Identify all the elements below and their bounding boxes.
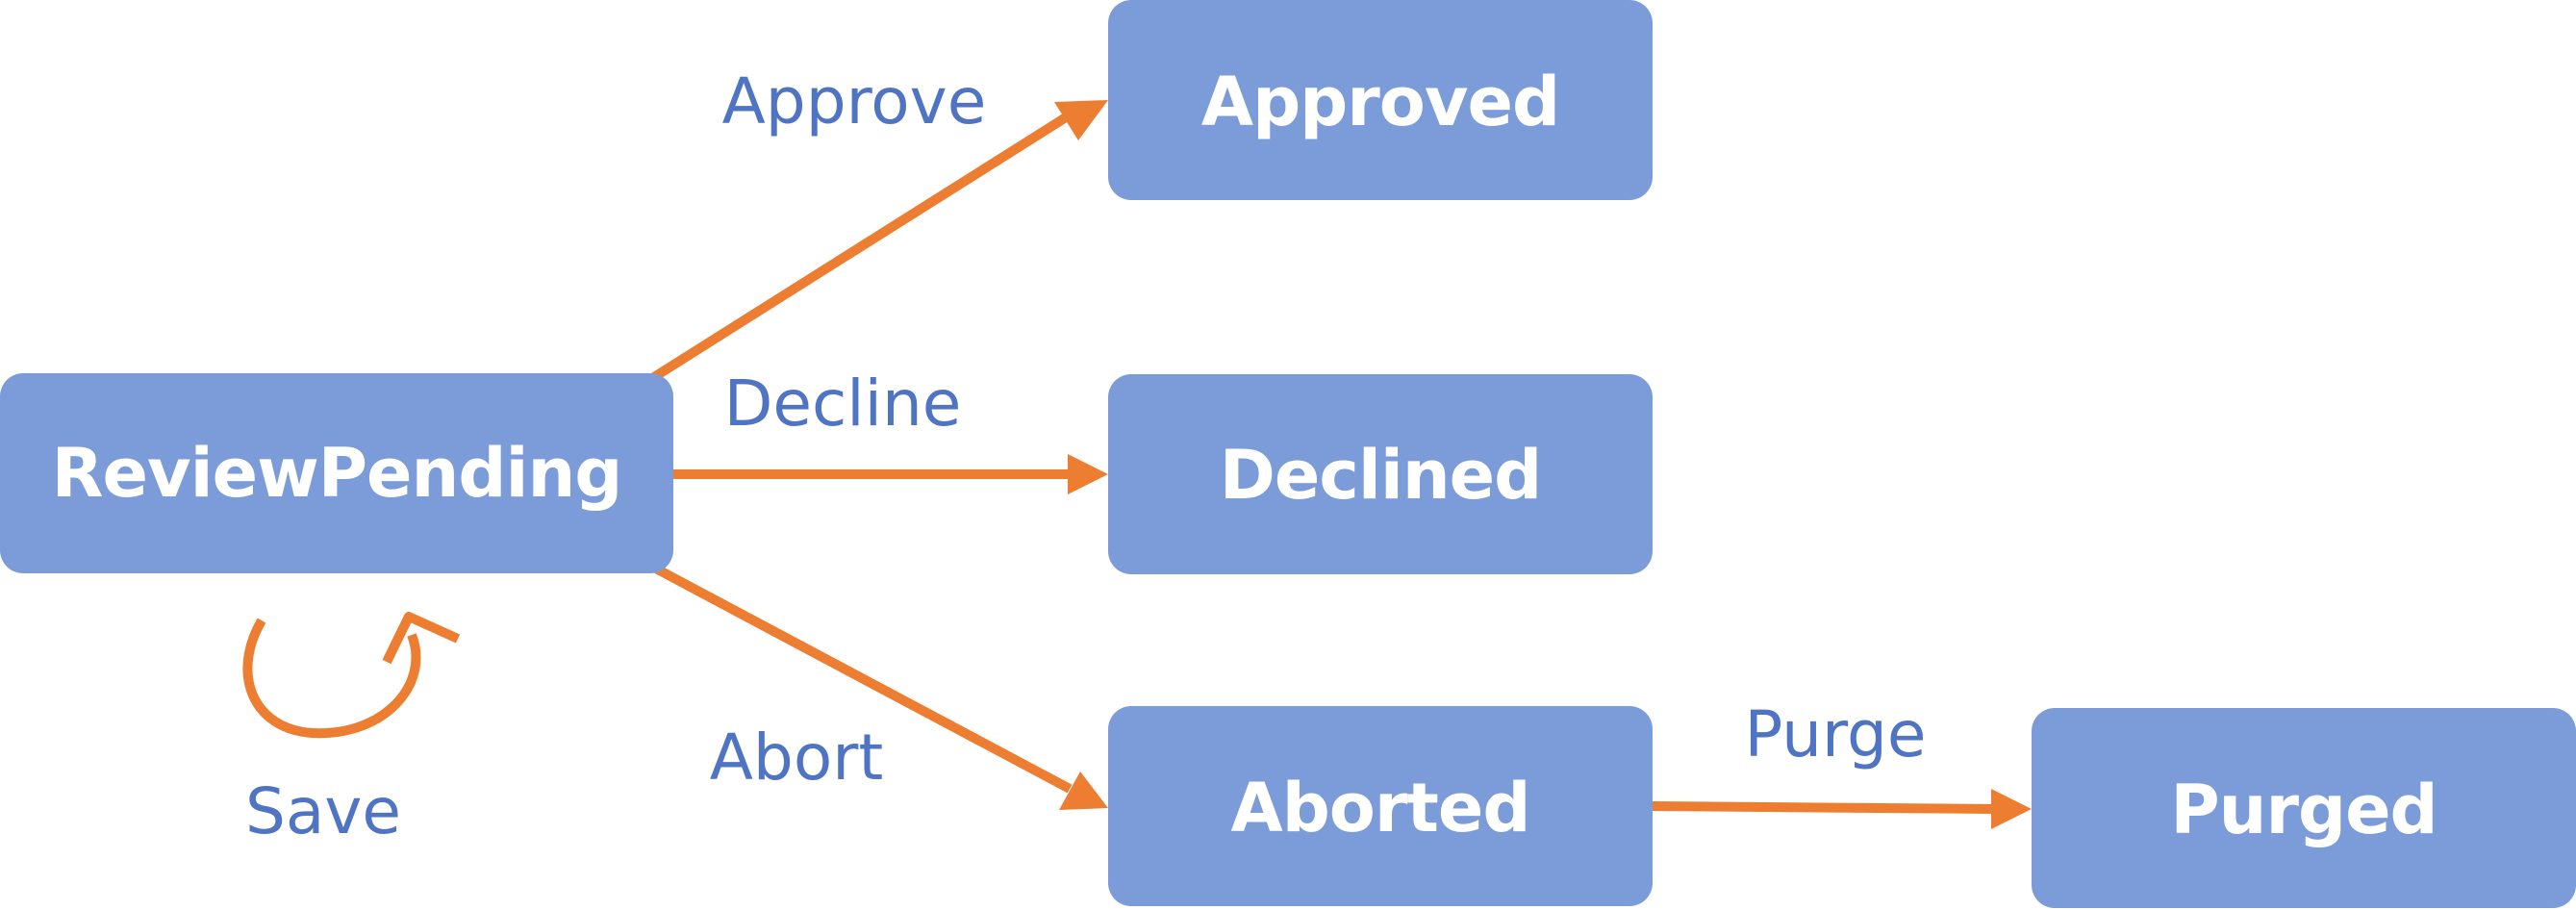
state-review-pending-box[interactable] — [0, 373, 673, 573]
edge-save-label: Save — [245, 774, 401, 848]
state-approved-label: Approved — [1201, 63, 1559, 141]
edge-save-arrowhead — [382, 612, 461, 665]
edge-abort-label: Abort — [710, 720, 883, 795]
edge-abort — [651, 563, 1108, 810]
edge-save-line — [242, 618, 421, 739]
state-approved[interactable]: Approved — [1108, 0, 1653, 200]
edge-purge-label: Purge — [1745, 697, 1927, 771]
edge-approve-label: Approve — [722, 64, 987, 139]
state-purged[interactable]: Purged — [2032, 708, 2576, 908]
edge-decline-label: Decline — [724, 367, 962, 441]
edge-approve-arrowhead — [1054, 100, 1108, 140]
state-approved-box[interactable] — [1108, 0, 1653, 200]
state-aborted-box[interactable] — [1108, 706, 1653, 906]
edge-purge-line — [1652, 801, 1994, 814]
state-purged-label: Purged — [2170, 771, 2437, 849]
edge-purge-arrowhead — [1991, 789, 2032, 829]
edge-purge — [1652, 789, 2032, 829]
state-declined[interactable]: Declined — [1108, 374, 1653, 574]
state-review-pending[interactable]: ReviewPending — [0, 373, 673, 573]
state-declined-label: Declined — [1220, 436, 1541, 515]
state-aborted[interactable]: Aborted — [1108, 706, 1653, 906]
state-declined-box[interactable] — [1108, 374, 1653, 574]
edge-abort-line — [651, 563, 1073, 794]
edge-approve — [651, 100, 1108, 382]
state-aborted-label: Aborted — [1231, 769, 1530, 847]
edge-save-self-loop — [242, 612, 461, 739]
edge-approve-line — [651, 113, 1069, 382]
edge-decline — [673, 454, 1108, 494]
edge-decline-arrowhead — [1068, 454, 1108, 494]
state-review-pending-label: ReviewPending — [52, 434, 622, 513]
state-purged-box[interactable] — [2032, 708, 2576, 908]
edge-abort-arrowhead — [1059, 771, 1108, 810]
